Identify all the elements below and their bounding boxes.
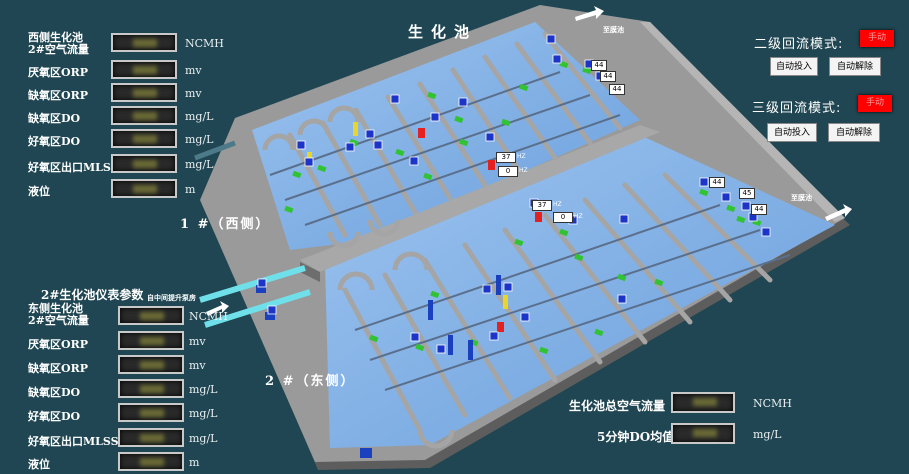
west-aerobic-do-value xyxy=(111,129,177,148)
east-lane-curves xyxy=(337,251,455,449)
do-average-label: 5分钟DO均值 xyxy=(597,430,675,444)
right-mixer-hz-3: 44 xyxy=(751,204,767,215)
east-mixer-hz-2: 0 xyxy=(553,212,573,223)
east-aeration-pipes xyxy=(354,204,791,391)
hz-unit: HZ xyxy=(517,153,526,160)
east-mlss-unit: mg/L xyxy=(189,432,218,445)
hz-unit: HZ xyxy=(574,213,583,220)
east-anoxic-do-label: 缺氧区DO xyxy=(28,386,81,399)
west-mixer-hz-2: 0 xyxy=(498,166,518,177)
tertiary-auto-on-button[interactable]: 自动投入 xyxy=(767,123,817,142)
east-anaerobic-orp-unit: mv xyxy=(189,335,206,348)
secondary-auto-on-button[interactable]: 自动投入 xyxy=(770,57,818,76)
right-mixer-hz-2: 45 xyxy=(739,188,755,199)
west-air-flow-label: 西侧生化池 2#空气流量 xyxy=(28,31,89,56)
east-level-label: 液位 xyxy=(28,458,50,471)
total-air-flow-label: 生化池总空气流量 xyxy=(569,399,666,413)
west-level-label: 液位 xyxy=(28,185,50,198)
east-anoxic-orp-unit: mv xyxy=(189,359,206,372)
east-mixer-hz-1: 37 xyxy=(532,200,552,211)
inlet-arrow xyxy=(206,301,229,316)
east-section-label: 2 #（东侧） xyxy=(265,374,356,389)
top-mixer-hz-1: 44 xyxy=(591,60,607,71)
east-level-unit: m xyxy=(189,456,200,469)
west-anaerobic-orp-label: 厌氧区ORP xyxy=(28,66,88,79)
outlet-label-top: 至膜池 xyxy=(603,25,624,34)
secondary-auto-off-button[interactable]: 自动解除 xyxy=(829,57,881,76)
east-air-flow-label: 东侧生化池 2#空气流量 xyxy=(28,302,89,327)
west-mlss-value xyxy=(111,154,177,173)
east-anoxic-orp-value xyxy=(118,355,184,374)
hz-unit: HZ xyxy=(519,167,528,174)
tertiary-return-status[interactable]: 手动 xyxy=(858,95,892,112)
page-title: 生化池 xyxy=(408,23,478,41)
west-anaerobic-orp-value xyxy=(111,60,177,79)
mixer-green xyxy=(284,60,762,355)
east-anoxic-do-unit: mg/L xyxy=(189,383,218,396)
west-anaerobic-orp-unit: mv xyxy=(185,64,202,77)
west-aerobic-do-label: 好氧区DO xyxy=(28,135,81,148)
west-anoxic-orp-unit: mv xyxy=(185,87,202,100)
pump-red xyxy=(418,128,542,332)
east-lane-walls xyxy=(342,172,773,433)
east-level-value xyxy=(118,452,184,471)
east-mlss-label: 好氧区出口MLSS xyxy=(28,435,119,448)
west-anoxic-orp-label: 缺氧区ORP xyxy=(28,89,88,102)
west-anoxic-do-unit: mg/L xyxy=(185,110,214,123)
top-mixer-hz-2: 44 xyxy=(600,71,616,82)
west-aeration-pipes xyxy=(269,71,621,226)
west-air-flow-unit: NCMH xyxy=(185,37,224,50)
east-anoxic-orp-label: 缺氧区ORP xyxy=(28,362,88,375)
east-mlss-value xyxy=(118,428,184,447)
secondary-return-title: 二级回流模式: xyxy=(754,37,844,52)
west-section-label: 1 #（西侧） xyxy=(180,217,271,232)
west-aerobic-do-unit: mg/L xyxy=(185,133,214,146)
east-anoxic-do-value xyxy=(118,379,184,398)
west-air-flow-value xyxy=(111,33,177,52)
total-air-flow-unit: NCMH xyxy=(753,397,792,410)
outlet-label-right: 至膜池 xyxy=(791,193,812,202)
tertiary-auto-off-button[interactable]: 自动解除 xyxy=(828,123,880,142)
west-level-value xyxy=(111,179,177,198)
west-anoxic-do-value xyxy=(111,106,177,125)
top-mixer-hz-3: 44 xyxy=(609,84,625,95)
blower-blue xyxy=(256,275,501,458)
west-lane-curves xyxy=(262,105,401,249)
west-mlss-unit: mg/L xyxy=(185,158,214,171)
east-air-flow-value xyxy=(118,306,184,325)
west-anoxic-do-label: 缺氧区DO xyxy=(28,112,81,125)
hz-unit: HZ xyxy=(553,201,562,208)
do-average-unit: mg/L xyxy=(753,428,782,441)
inlet-pipes xyxy=(199,265,311,328)
west-level-unit: m xyxy=(185,183,196,196)
right-mixer-hz-1: 44 xyxy=(709,177,725,188)
east-aerobic-do-unit: mg/L xyxy=(189,407,218,420)
do-average-value xyxy=(671,423,735,444)
tertiary-return-title: 三级回流模式: xyxy=(752,101,842,116)
east-anaerobic-orp-label: 厌氧区ORP xyxy=(28,338,88,351)
east-aerobic-do-value xyxy=(118,403,184,422)
west-anoxic-orp-value xyxy=(111,83,177,102)
secondary-return-status[interactable]: 手动 xyxy=(860,30,894,47)
inlet-label: 自中间提升泵房 xyxy=(147,293,196,302)
east-anaerobic-orp-value xyxy=(118,331,184,350)
outlet-arrow-top xyxy=(575,6,604,21)
outlet-arrow-right xyxy=(825,204,852,221)
east-aerobic-do-label: 好氧区DO xyxy=(28,410,81,423)
west-mixer-hz-1: 37 xyxy=(496,152,516,163)
total-air-flow-value xyxy=(671,392,735,413)
west-mlss-label: 好氧区出口MLSS xyxy=(28,161,119,174)
east-air-flow-unit: NCMH xyxy=(189,310,228,323)
east-panel-title: 2#生化池仪表参数 xyxy=(41,288,144,302)
